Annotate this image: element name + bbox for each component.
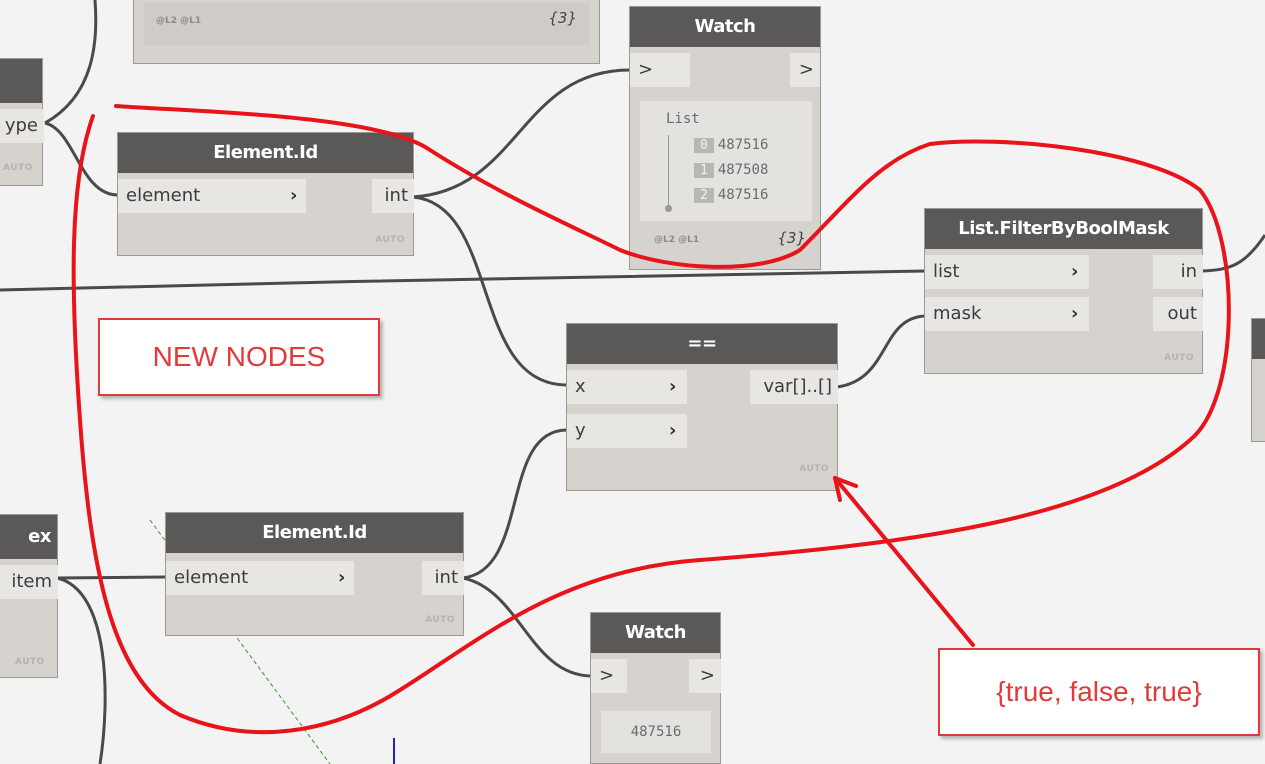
level-label: @L2 @L1 [654, 235, 700, 245]
port-label: x [575, 376, 586, 397]
left-node-1-outport[interactable]: ype [0, 109, 44, 143]
chevron-right-icon: › [338, 567, 346, 588]
element-inport[interactable]: element › [118, 179, 306, 213]
port-label: ype [4, 115, 38, 136]
port-label: item [11, 571, 52, 592]
list-value: 487508 [717, 162, 769, 178]
x-inport[interactable]: x › [567, 370, 687, 404]
chevron-right-icon: › [669, 376, 677, 397]
top-left-node[interactable]: @L2 @L1 {3} [133, 0, 600, 64]
new-nodes-annotation: NEW NODES [98, 318, 380, 396]
port-label: int [434, 567, 458, 588]
wire-elementid2-to-equals-y [462, 428, 568, 580]
chevron-right-icon: › [290, 185, 298, 206]
wire-long-to-filter-list [0, 269, 926, 292]
wire-equals-to-filter-mask [836, 314, 926, 389]
wire-top-left [44, 0, 98, 125]
node-title: Element.Id [166, 513, 463, 553]
wire-item-down [56, 576, 107, 764]
list-tree-line [668, 135, 669, 207]
list-index: 2 [694, 188, 714, 203]
chevron-right-icon: › [1071, 303, 1079, 324]
port-label: out [1167, 303, 1197, 324]
right-partial-node[interactable] [1251, 318, 1265, 442]
var-outport[interactable]: var[]..[] [750, 370, 838, 404]
top-left-node-body [144, 3, 590, 45]
node-title: ex [0, 515, 57, 559]
item-outport[interactable]: item [0, 565, 58, 599]
list-value: 487516 [717, 187, 769, 203]
list-index: 0 [694, 138, 714, 153]
left-node-2[interactable]: ex item AUTO [0, 514, 58, 678]
int-outport[interactable]: int [422, 561, 464, 595]
left-node-1[interactable]: ype AUTO [0, 58, 44, 186]
filter-by-bool-mask-node[interactable]: List.FilterByBoolMask list › mask › in o… [924, 208, 1203, 374]
watch-node-2[interactable]: Watch > > 487516 [590, 612, 721, 764]
equals-node[interactable]: == x › y › var[]..[] AUTO [566, 323, 838, 491]
watch-inport[interactable]: > [630, 53, 690, 87]
port-label: var[]..[] [763, 376, 832, 397]
list-index: 1 [694, 163, 714, 178]
node-title: Watch [591, 613, 720, 653]
list-tree-dot [665, 205, 672, 212]
wire-elementid1-to-equals-x [412, 195, 568, 387]
auto-label: AUTO [425, 615, 455, 625]
port-label: int [384, 185, 408, 206]
wire-type-to-elementid1 [44, 121, 119, 197]
element-id-node-2[interactable]: Element.Id element › int AUTO [165, 512, 464, 636]
int-outport[interactable]: int [372, 179, 414, 213]
right-partial-header [1252, 319, 1265, 359]
watch-inport[interactable]: > [591, 659, 627, 693]
list-label: List [666, 111, 700, 127]
wire-elementid1-to-watch1 [412, 68, 631, 199]
wire-filter-out [1201, 234, 1265, 273]
node-title: Watch [630, 7, 820, 47]
wire-item-to-elementid2 [56, 575, 167, 580]
node-title: List.FilterByBoolMask [925, 209, 1202, 249]
chevron-right-icon: > [798, 59, 814, 80]
port-label: element [126, 185, 201, 206]
watch-outport[interactable]: > [790, 53, 820, 87]
out-outport[interactable]: out [1153, 297, 1203, 331]
chevron-right-icon: › [1071, 261, 1079, 282]
node-title: Element.Id [118, 133, 413, 173]
list-value: 487516 [717, 137, 769, 153]
watch-value-display: 487516 [601, 711, 711, 753]
count-label: {3} [548, 9, 577, 27]
count-label: {3} [777, 229, 806, 247]
watch-outport[interactable]: > [689, 659, 721, 693]
y-inport[interactable]: y › [567, 414, 687, 448]
level-label: @L2 @L1 [156, 16, 202, 26]
chevron-right-icon: > [638, 59, 654, 80]
list-inport[interactable]: list › [925, 255, 1089, 289]
left-node-1-header [0, 59, 42, 103]
chevron-right-icon: > [599, 665, 615, 686]
port-label: element [174, 567, 249, 588]
port-label: list [933, 261, 960, 282]
in-outport[interactable]: in [1153, 255, 1203, 289]
wire-elementid2-to-watch2 [462, 576, 592, 678]
auto-label: AUTO [1164, 353, 1194, 363]
element-id-node-1[interactable]: Element.Id element › int AUTO [117, 132, 414, 256]
port-label: mask [933, 303, 982, 324]
chevron-right-icon: › [669, 420, 677, 441]
port-label: in [1180, 261, 1197, 282]
result-annotation: {true, false, true} [938, 648, 1260, 736]
element-inport[interactable]: element › [166, 561, 354, 595]
auto-label: AUTO [3, 163, 33, 173]
chevron-right-icon: > [699, 665, 715, 686]
mask-inport[interactable]: mask › [925, 297, 1089, 331]
auto-label: AUTO [375, 235, 405, 245]
port-label: y [575, 420, 586, 441]
auto-label: AUTO [15, 657, 45, 667]
node-title: == [567, 324, 837, 364]
auto-label: AUTO [799, 464, 829, 474]
